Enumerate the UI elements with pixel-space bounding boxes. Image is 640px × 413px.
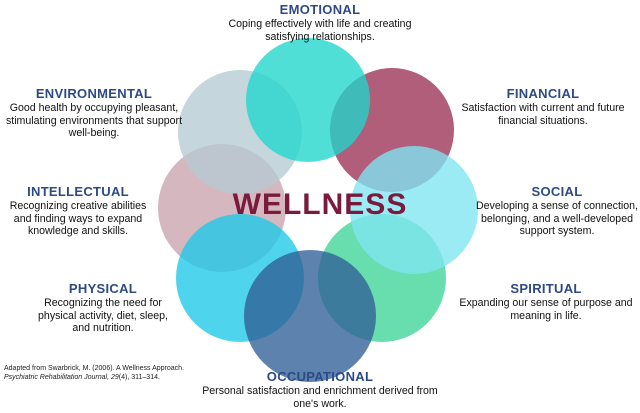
dimension-financial: FINANCIAL Satisfaction with current and … [450,86,636,127]
petal-social [350,146,478,274]
citation-line: Psychiatric Rehabilitation Journal, 29(4… [4,373,224,382]
dimension-title: PHYSICAL [68,281,138,296]
citation-rest: (4), 311–314. [118,374,160,381]
dimension-title: SOCIAL [531,184,583,199]
dimension-title: INTELLECTUAL [27,184,129,199]
dimension-title: SPIRITUAL [510,281,582,296]
dimension-description: Personal satisfaction and enrichment der… [202,385,438,410]
dimension-description: Developing a sense of connection, belong… [476,200,638,237]
center-hub [292,178,344,230]
center-title: WELLNESS [232,188,408,221]
dimension-title: EMOTIONAL [279,2,361,17]
dimension-title: OCCUPATIONAL [266,369,374,384]
dimension-occupational: OCCUPATIONAL Personal satisfaction and e… [200,369,440,410]
petal-occupational [244,250,376,382]
dimension-physical: PHYSICAL Recognizing the need for physic… [28,281,178,335]
dimension-description: Good health by occupying pleasant, stimu… [5,102,183,139]
dimension-social: SOCIAL Developing a sense of connection,… [476,184,638,238]
dimension-description: Satisfaction with current and future fin… [461,102,625,127]
dimension-emotional: EMOTIONAL Coping effectively with life a… [220,2,420,43]
dimension-intellectual: INTELLECTUAL Recognizing creative abilit… [2,184,154,238]
citation-line: Adapted from Swarbrick, M. (2006). A Wel… [4,365,185,372]
dimension-description: Coping effectively with life and creatin… [228,18,412,43]
dimension-title: ENVIRONMENTAL [35,86,153,101]
citation: Adapted from Swarbrick, M. (2006). A Wel… [4,364,224,382]
dimension-description: Recognizing the need for physical activi… [38,297,168,334]
dimension-description: Recognizing creative abilities and findi… [9,200,147,237]
citation-journal: Psychiatric Rehabilitation Journal, 29 [4,374,119,381]
dimension-spiritual: SPIRITUAL Expanding our sense of purpose… [456,281,636,322]
dimension-title: FINANCIAL [506,86,580,101]
dimension-environmental: ENVIRONMENTAL Good health by occupying p… [2,86,186,140]
petal-emotional [246,38,370,162]
dimension-description: Expanding our sense of purpose and meani… [459,297,633,322]
